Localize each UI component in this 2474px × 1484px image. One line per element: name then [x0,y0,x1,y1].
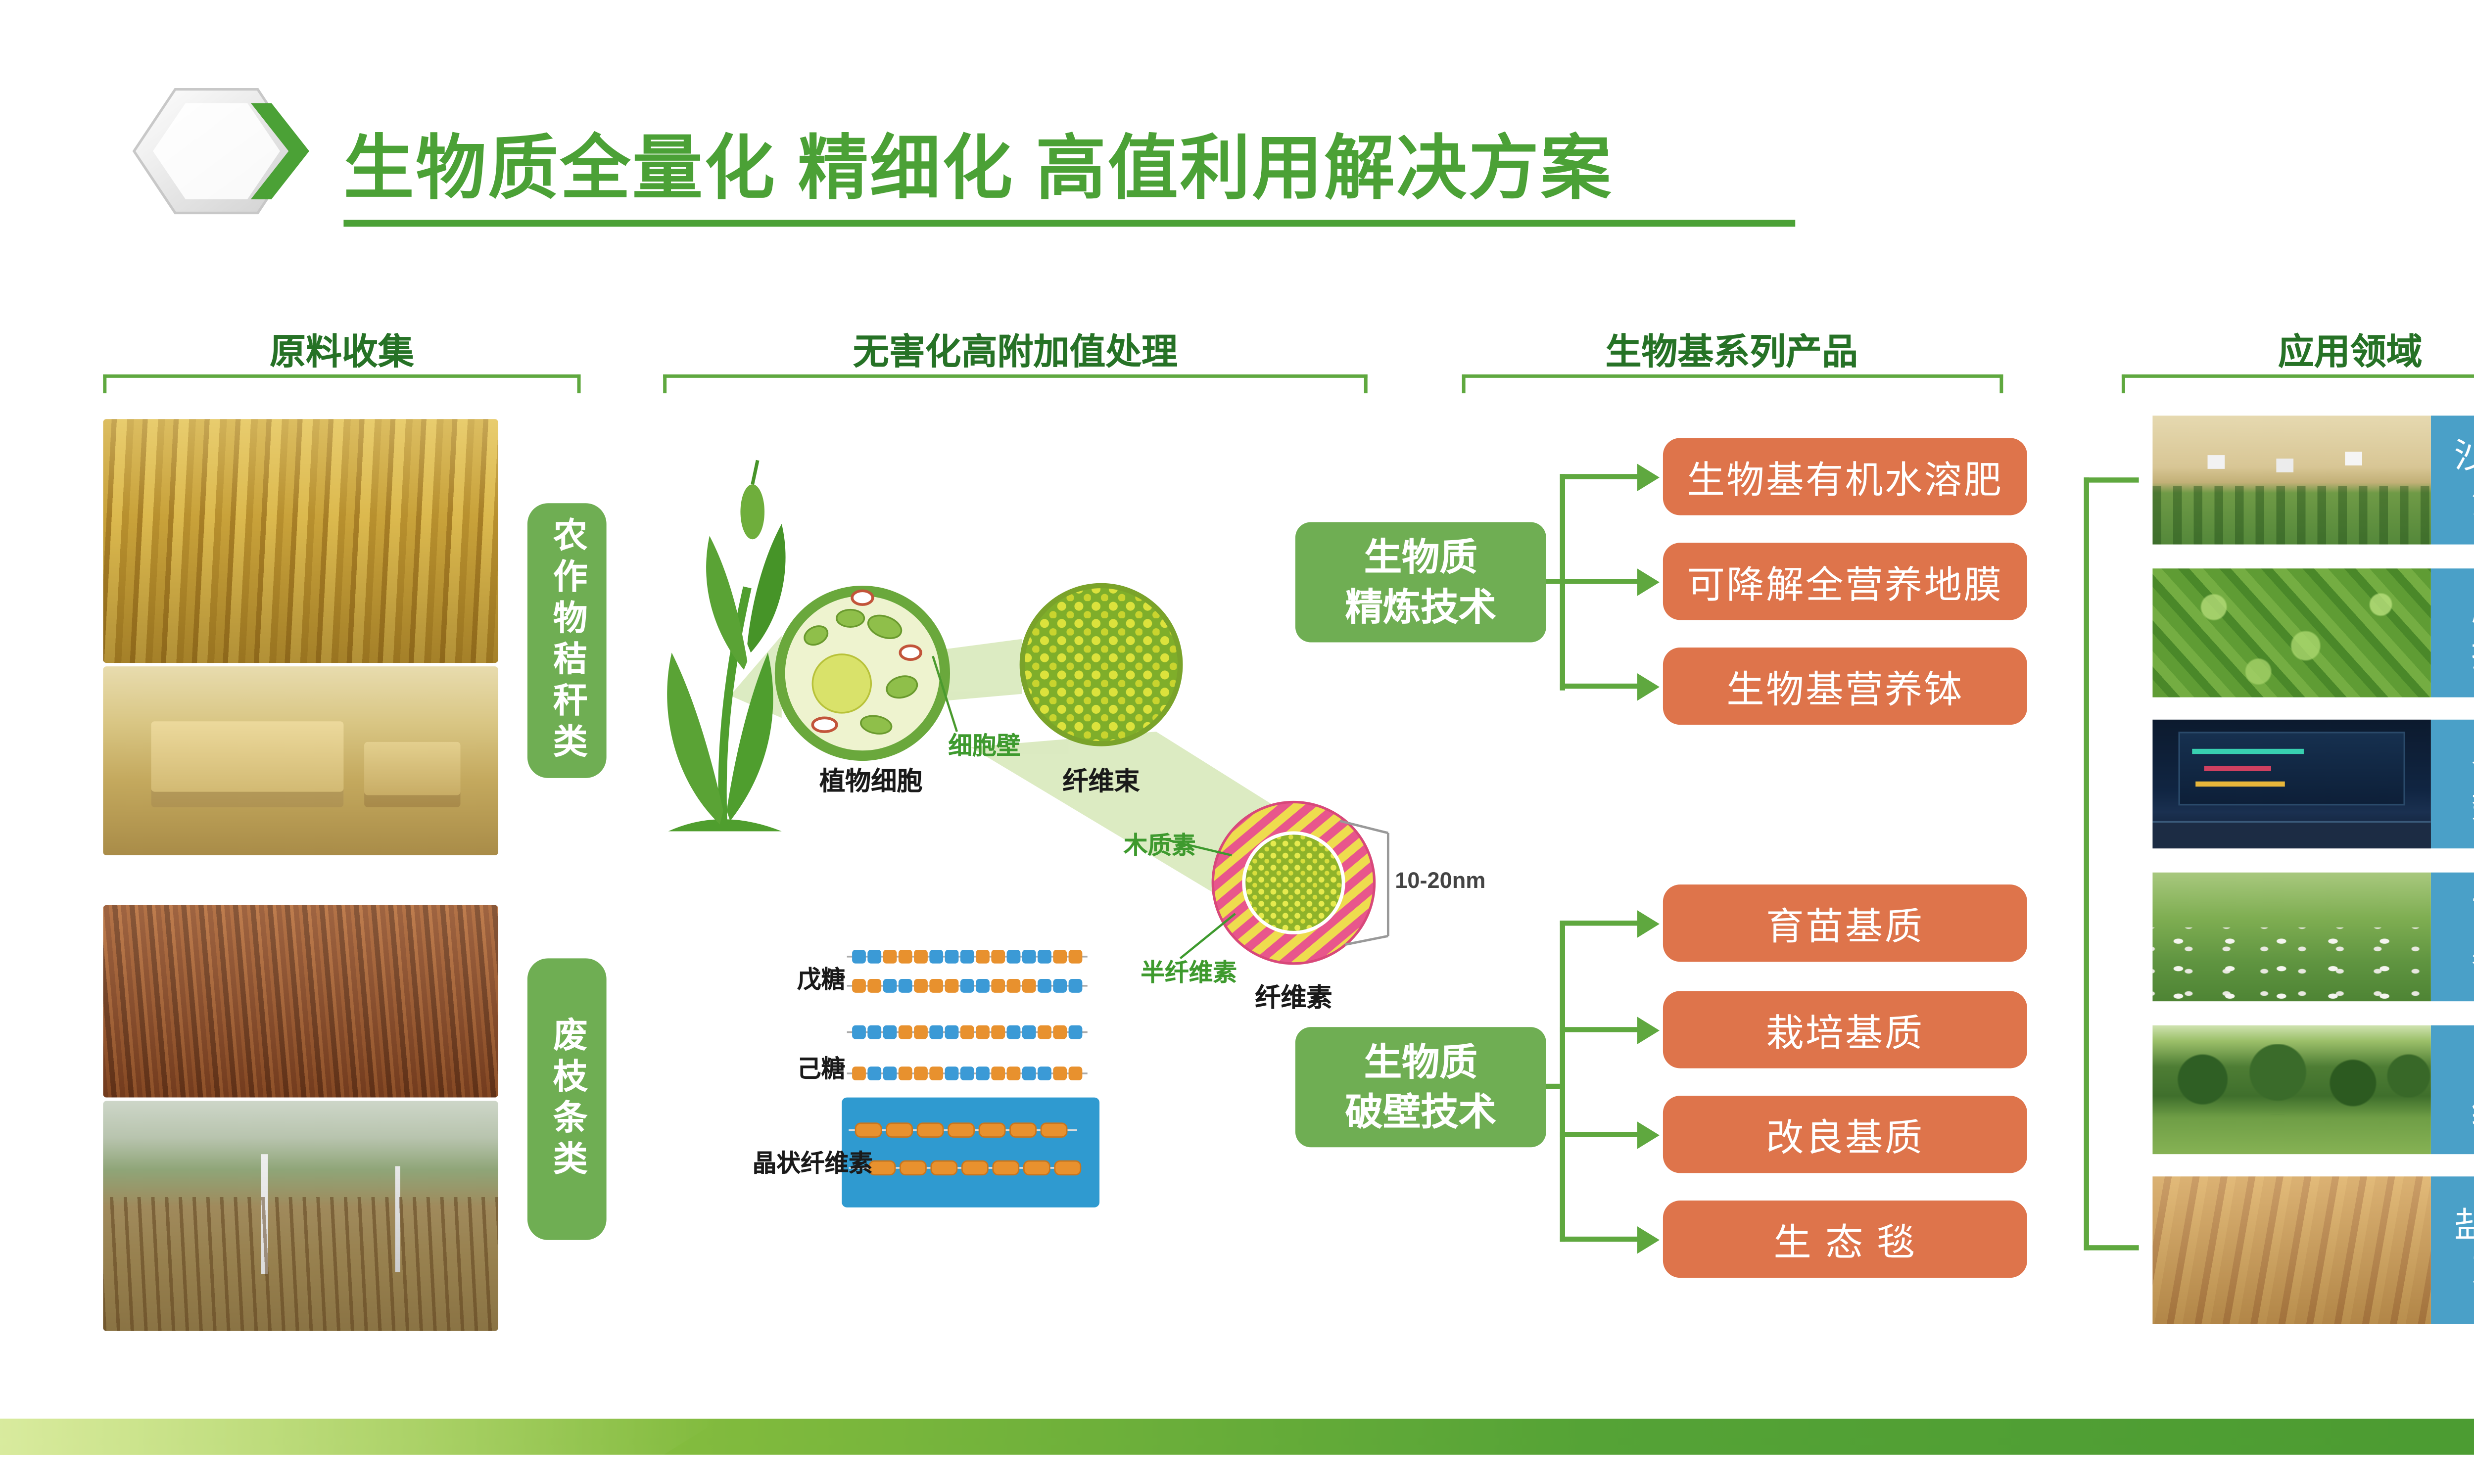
product-button-cultivation-substrate: 栽培基质 [1663,991,2027,1068]
label-hexose: 己糖 [797,1054,846,1082]
label-plant-cell: 植物细胞 [819,767,923,797]
product-button-degradable-mulch-film: 可降解全营养地膜 [1663,543,2027,620]
label-scale-10-20nm: 10-20nm [1395,867,1486,893]
connector-arrowhead-icon [1637,1226,1660,1254]
photo-saline-soil-improvement [2152,1176,2431,1324]
photo-waste-branches [103,905,498,1098]
tech-box-refining-line1: 生物质 [1364,536,1477,579]
bracket-processing [663,374,1368,394]
section-header-collection: 原料收集 [270,333,414,373]
connector-vline-wall-breaking [1560,920,1565,1242]
product-button-seedling-substrate: 育苗基质 [1663,884,2027,962]
bottom-bar-highlight [0,1418,722,1455]
application-row: 盐碱地 改良 [2152,1176,2474,1324]
connector-arrowhead-icon [1637,1121,1660,1149]
label-cell-wall: 细胞壁 [948,732,1021,759]
application-label-line: 绿化 [2471,1090,2474,1136]
application-label-line: 改良 [2471,1251,2474,1297]
label-fiber-bundle: 纤维束 [1062,767,1140,797]
photo-livestock-breeding [2152,872,2431,1002]
connector-arrow [1560,1027,1639,1032]
applications-bracket-stub-bottom [2084,1245,2139,1251]
application-label-line: 肥力 [2471,587,2474,633]
page-title: 生物质全量化 精细化 高值利用解决方案 [343,129,1613,208]
plant-cell-icon [774,585,958,761]
application-label-line: 园林 [2471,1043,2474,1090]
connector-arrowhead-icon [1637,464,1660,491]
application-row: 沙漠化 治理 [2152,416,2474,545]
product-button-improvement-substrate: 改良基质 [1663,1096,2027,1173]
bracket-collection [103,374,581,394]
product-button-water-soluble-fertilizer: 生物基有机水溶肥 [1663,438,2027,515]
bracket-products [1462,374,2003,394]
connector-arrow [1560,920,1639,926]
tech-box-wall-breaking: 生物质 破壁技术 [1295,1027,1546,1148]
application-row: 肥力 提升 [2152,568,2474,697]
application-row: 农业 数据 [2152,719,2474,849]
applications-bracket-stub-top [2084,477,2139,483]
connector-arrow [1560,683,1639,689]
label-crystalline-cellulose: 晶状纤维素 [752,1149,873,1177]
connector-arrowhead-icon [1637,568,1660,596]
section-header-products: 生物基系列产品 [1605,333,1858,373]
application-label-saline-soil: 盐碱地 改良 [2430,1176,2474,1324]
application-label-greening: 园林 绿化 [2430,1025,2474,1155]
category-label-crop-straw: 农作物秸秆类 [527,503,607,778]
label-hemicellulose: 半纤维素 [1141,958,1237,986]
connector-arrow [1546,579,1639,584]
connector-arrow [1560,474,1639,479]
measurement-lines [1339,820,1389,946]
fiber-bundle-icon [1019,583,1183,746]
photo-fertility-improvement [2152,568,2431,697]
photo-desertification-control [2152,416,2431,545]
photo-straw-bales [103,666,498,856]
connector-arrowhead-icon [1637,1017,1660,1044]
process-diagram [667,460,1389,1207]
application-label-livestock: 畜牧 养殖 [2430,872,2474,1002]
application-label-line: 数据 [2471,784,2474,831]
connector-arrowhead-icon [1637,910,1660,938]
application-label-line: 盐碱地 [2454,1204,2474,1251]
section-header-applications: 应用领域 [2278,333,2423,373]
connector-arrow [1560,1132,1639,1137]
label-cellulose: 纤维素 [1255,984,1332,1014]
bottom-bar [0,1418,2474,1455]
application-label-line: 养殖 [2471,937,2474,983]
connector-arrow [1560,1236,1639,1242]
photo-orchard-prunings [103,1101,498,1331]
crystalline-cellulose-diagram [842,1097,1100,1207]
title-underline [343,220,1796,227]
photo-landscape-greening [2152,1025,2431,1155]
connector-stub [1546,1083,1560,1089]
application-label-line: 农业 [2471,738,2474,784]
label-lignin: 木质素 [1123,831,1196,859]
applications-bracket-vline [2084,477,2089,1251]
photo-agricultural-data [2152,719,2431,849]
application-row: 园林 绿化 [2152,1025,2474,1155]
bracket-applications [2121,374,2474,394]
tech-box-wall-breaking-line2: 破壁技术 [1345,1090,1497,1134]
hexagon-logo-icon [132,88,309,215]
category-label-waste-branches: 废枝条类 [527,958,607,1240]
label-pentose: 戊糖 [797,965,846,993]
application-label-desertification: 沙漠化 治理 [2430,416,2474,545]
application-label-line: 畜牧 [2471,890,2474,937]
connector-arrowhead-icon [1637,673,1660,701]
section-header-processing: 无害化高附加值处理 [853,333,1178,373]
tech-box-refining: 生物质 精炼技术 [1295,522,1546,643]
application-label-agri-data: 农业 数据 [2430,719,2474,849]
application-label-line: 提升 [2471,633,2474,679]
sugar-chain-diagram [847,950,1088,1080]
product-button-ecological-blanket: 生 态 毯 [1663,1200,2027,1278]
tech-box-wall-breaking-line1: 生物质 [1364,1041,1477,1084]
application-label-line: 沙漠化 [2454,434,2474,480]
application-label-fertility: 肥力 提升 [2430,568,2474,697]
product-button-nutrition-bowl: 生物基营养钵 [1663,647,2027,725]
application-row: 畜牧 养殖 [2152,872,2474,1002]
plant-icon [667,460,786,832]
cellulose-cross-section-icon [1159,800,1376,965]
application-label-line: 治理 [2471,480,2474,526]
photo-corn-stalks [103,419,498,663]
tech-box-refining-line2: 精炼技术 [1345,586,1497,629]
